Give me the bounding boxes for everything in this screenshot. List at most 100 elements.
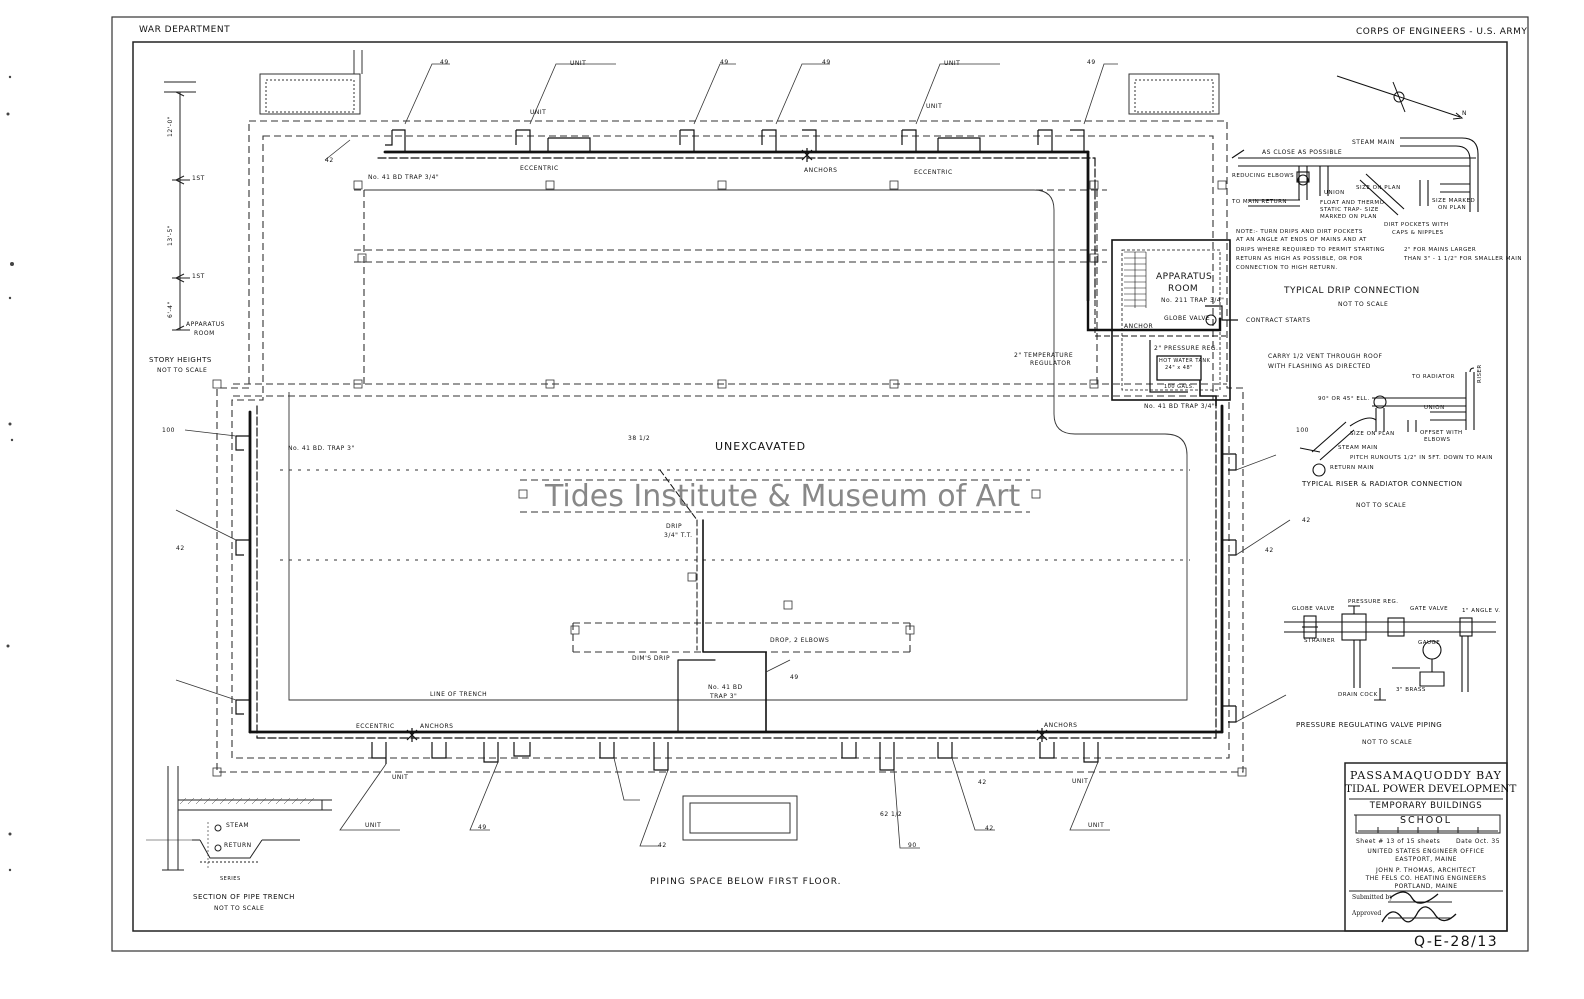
- branch-number-62-half: 62 1/2: [880, 811, 903, 818]
- prv-detail-subtitle: NOT TO SCALE: [1362, 739, 1413, 746]
- prv-pressure-reg-label: PRESSURE REG.: [1348, 599, 1399, 605]
- story-heights-title: STORY HEIGHTS: [149, 356, 212, 364]
- dims-drip-label: DIM'S DRIP: [632, 655, 671, 662]
- line-of-trench-label: LINE OF TRENCH: [430, 691, 488, 698]
- plan-caption: PIPING SPACE BELOW FIRST FLOOR.: [650, 877, 842, 887]
- trench-steam-label: STEAM: [226, 822, 250, 829]
- riser-detail-subtitle: NOT TO SCALE: [1356, 502, 1407, 509]
- drip-detail-title: TYPICAL DRIP CONNECTION: [1284, 286, 1420, 296]
- anchors-label-top: ANCHORS: [804, 167, 838, 174]
- prv-strainer-label: STRAINER: [1304, 638, 1336, 644]
- prv-globe-valve-label: GLOBE VALVE: [1292, 606, 1335, 612]
- trench-title: SECTION OF PIPE TRENCH: [193, 893, 295, 901]
- riser-ell-label: 90° OR 45° ELL.: [1318, 396, 1370, 402]
- riser-union-label: UNION: [1424, 405, 1445, 411]
- riser-offset-label-1: OFFSET WITH: [1420, 430, 1463, 436]
- title-block-date: Date Oct. 35: [1456, 838, 1501, 845]
- unit-label-3: UNIT: [944, 60, 961, 67]
- unexcavated-label: UNEXCAVATED: [715, 440, 807, 453]
- drip-float-thermo-label-3: MARKED ON PLAN: [1320, 214, 1377, 220]
- title-block-line-3: TEMPORARY BUILDINGS: [1369, 801, 1483, 811]
- drip-float-thermo-label-2: STATIC TRAP- SIZE: [1320, 207, 1379, 213]
- trap-41-left-label: No. 41 BD. TRAP 3": [288, 445, 355, 452]
- story-mark-2: 1ST: [192, 273, 205, 280]
- branch-number-100-b: 100: [1296, 427, 1309, 434]
- branch-number-49-b: 49: [720, 59, 729, 66]
- trap-41-room-label: No. 41 BD TRAP 3/4": [1144, 403, 1216, 410]
- drip-tt-label: 3/4" T.T.: [664, 532, 693, 539]
- drip-union-label: UNION: [1324, 190, 1345, 196]
- drip-size-marked-label-2: ON PLAN: [1438, 205, 1467, 211]
- prv-detail-title: PRESSURE REGULATING VALVE PIPING: [1296, 721, 1443, 729]
- prv-drain-cock-label: DRAIN COCK: [1338, 692, 1378, 698]
- story-heights-subtitle: NOT TO SCALE: [157, 367, 208, 374]
- drawing-number: Q-E-28/13: [1414, 934, 1499, 950]
- drip-reducing-elbows-label: REDUCING ELBOWS: [1232, 173, 1295, 179]
- drip-float-thermo-label-1: FLOAT AND THERMO: [1320, 200, 1385, 206]
- eccentric-label-3: ECCENTRIC: [356, 723, 395, 730]
- drip-label: DRIP: [666, 523, 683, 530]
- drip-note-line-3: DRIPS WHERE REQUIRED TO PERMIT STARTING: [1236, 247, 1385, 253]
- riser-pitch-label: PITCH RUNOUTS 1/2" IN 5FT. DOWN TO MAIN: [1350, 455, 1494, 461]
- temp-regulator-label-2: REGULATOR: [1030, 360, 1072, 367]
- drip-dirt-pockets-label-2: CAPS & NIPPLES: [1392, 230, 1444, 236]
- drip-to-main-return-label: TO MAIN RETURN: [1232, 199, 1288, 205]
- pressure-reg-label: 2" PRESSURE REG.: [1154, 345, 1219, 352]
- header-war-department: WAR DEPARTMENT: [139, 25, 231, 35]
- story-mark-1: 1ST: [192, 175, 205, 182]
- branch-number-49-a: 49: [440, 59, 449, 66]
- branch-number-100-a: 100: [162, 427, 175, 434]
- drip-note-line-4: RETURN AS HIGH AS POSSIBLE, OR FOR: [1236, 256, 1363, 262]
- unit-label-5: UNIT: [365, 822, 382, 829]
- riser-detail-title: TYPICAL RISER & RADIATOR CONNECTION: [1302, 480, 1463, 488]
- drip-dirt-pockets-label-1: DIRT POCKETS WITH: [1384, 222, 1449, 228]
- apparatus-room-label-1: APPARATUS: [1156, 272, 1213, 282]
- trap-41-bottom-label-2: TRAP 3": [710, 693, 738, 700]
- riser-to-radiator-label: TO RADIATOR: [1412, 374, 1456, 380]
- riser-return-main-label: RETURN MAIN: [1330, 465, 1375, 471]
- museum-watermark: Tides Institute & Museum of Art: [545, 479, 1021, 514]
- eccentric-label-2: ECCENTRIC: [914, 169, 953, 176]
- trench-return-label: RETURN: [224, 842, 252, 849]
- hot-water-tank-label-1: HOT WATER TANK: [1159, 358, 1211, 364]
- title-block-line-4: SCHOOL: [1399, 815, 1453, 826]
- drop-elbows-label: DROP, 2 ELBOWS: [770, 637, 830, 644]
- vent-label-1: CARRY 1/2 VENT THROUGH ROOF: [1268, 353, 1383, 360]
- prv-gate-valve-label: GATE VALVE: [1410, 606, 1449, 612]
- branch-number-49-f: 49: [790, 674, 799, 681]
- drip-mains-label-2: THAN 3" - 1 1/2" FOR SMALLER MAIN: [1404, 256, 1522, 262]
- branch-number-42-e: 42: [978, 779, 987, 786]
- title-block-engineers-city: PORTLAND, MAINE: [1394, 883, 1458, 890]
- branch-number-42-f: 42: [985, 825, 994, 832]
- branch-number-49-e: 49: [478, 824, 487, 831]
- title-block-architect: JOHN P. THOMAS, ARCHITECT: [1376, 867, 1476, 874]
- branch-number-42-a: 42: [325, 157, 334, 164]
- hot-water-tank-label-3: 100 GALS.: [1164, 384, 1195, 390]
- header-corps-of-engineers: CORPS OF ENGINEERS - U.S. ARMY: [1356, 27, 1528, 37]
- drip-size-marked-label-1: SIZE MARKED: [1432, 198, 1476, 204]
- drip-size-on-plan-label: SIZE ON PLAN: [1356, 185, 1401, 191]
- story-apparatus-2: ROOM: [194, 330, 215, 337]
- branch-number-38-half: 38 1/2: [628, 435, 651, 442]
- title-block-office-1: UNITED STATES ENGINEER OFFICE: [1367, 848, 1485, 855]
- trench-series-label: SERIES: [220, 876, 241, 882]
- branch-number-42-b: 42: [176, 545, 185, 552]
- prv-angle-valve-label: 1" ANGLE V.: [1462, 608, 1501, 614]
- anchor-label: ANCHOR: [1124, 323, 1154, 330]
- trench-subtitle: NOT TO SCALE: [214, 905, 265, 912]
- drip-mains-label-1: 2" FOR MAINS LARGER: [1404, 247, 1477, 253]
- unit-label-8: UNIT: [1088, 822, 1105, 829]
- trap-211-label: No. 211 TRAP 3/4": [1161, 297, 1225, 304]
- prv-brass-label: 3" BRASS: [1396, 687, 1426, 693]
- branch-number-49-d: 49: [1087, 59, 1096, 66]
- contract-starts-label: CONTRACT STARTS: [1246, 317, 1311, 324]
- drip-note-line-5: CONNECTION TO HIGH RETURN.: [1236, 265, 1338, 271]
- title-block-submitted: Submitted by: [1352, 894, 1393, 901]
- story-dim-1: 12'-0": [167, 115, 174, 137]
- unit-label-6: UNIT: [392, 774, 409, 781]
- title-block-engineers: THE FELS CO. HEATING ENGINEERS: [1365, 875, 1487, 882]
- riser-steam-main-label: STEAM MAIN: [1338, 445, 1378, 451]
- riser-label: RISER: [1477, 364, 1483, 383]
- unit-label-4: UNIT: [926, 103, 943, 110]
